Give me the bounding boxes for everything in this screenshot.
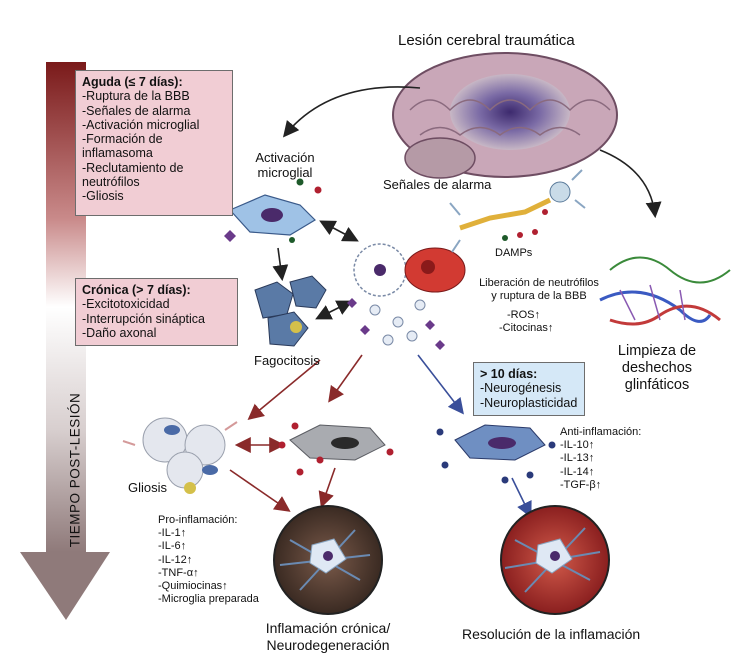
anti-inflammation-item: -IL-14↑ <box>560 465 595 478</box>
arrow-center-gliosis <box>247 359 321 421</box>
pro-inflammation-list: Pro-inflamación: -IL-1↑ -IL-6↑ -IL-12↑ -… <box>158 514 259 606</box>
arrow-center-pro <box>328 354 363 403</box>
acute-item: -Ruptura de la BBB <box>82 89 190 104</box>
pro-inflammation-item: -Microglia preparada <box>158 593 259 606</box>
central-cells <box>353 243 466 297</box>
acute-item: neutrófilos <box>82 175 140 190</box>
arrow-brain-glymphatic <box>599 149 662 219</box>
phagocytosis-cells <box>254 275 327 347</box>
arrow-gliosis-chronic <box>229 469 291 512</box>
gliosis-label: Gliosis <box>128 480 168 495</box>
acute-item: -Gliosis <box>82 189 124 204</box>
alarm-neuron <box>449 169 586 253</box>
chronic-outcome-label: Inflamación crónica/ Neurodegeneración <box>258 620 398 654</box>
pro-inflammation-item: -TNF-α↑ <box>158 566 199 579</box>
chronic-item: -Interrupción sináptica <box>82 311 205 326</box>
chronic-outcome-line: Inflamación crónica/ <box>265 620 391 636</box>
pro-inflammation-item: -IL-12↑ <box>158 553 193 566</box>
late-item: -Neuroplasticidad <box>480 395 578 410</box>
neutrophil-release-line: Liberación de neutrófilos <box>479 277 599 289</box>
activated-microglia-cell <box>224 178 322 243</box>
glymphatic-label: Limpieza de deshechos glinfáticos <box>604 343 710 394</box>
neutrophil-release-line: y ruptura de la BBB <box>491 290 587 302</box>
primed-microglia <box>278 422 394 476</box>
arrow-microglia-center <box>319 220 359 242</box>
resolving-microglia <box>436 424 556 484</box>
chronic-item: -Excitotoxicidad <box>82 297 170 312</box>
acute-item: -Formación de <box>82 132 163 147</box>
damps-particles <box>347 298 445 350</box>
glymphatic-line: Limpieza de <box>617 343 697 359</box>
alarm-signals-label: Señales de alarma <box>383 177 492 192</box>
anti-inflammation-list: Anti-inflamación: -IL-10↑ -IL-13↑ -IL-14… <box>560 426 641 492</box>
acute-item: inflamasoma <box>82 146 153 161</box>
phagocytosis-label: Fagocitosis <box>254 353 320 368</box>
acute-item: -Activación microglial <box>82 117 200 132</box>
acute-box-heading: Aguda (≤ 7 días): <box>82 75 183 89</box>
arrow-microglia-phago <box>272 247 289 282</box>
gliosis-cluster <box>122 417 238 494</box>
pro-inflammation-item: -IL-1↑ <box>158 527 187 540</box>
chronic-outcome-line: Neurodegeneración <box>266 637 390 653</box>
glymphatic-network <box>599 256 731 326</box>
brain-illustration <box>392 52 618 179</box>
chronic-box-heading: Crónica (> 7 días): <box>82 283 191 297</box>
arrow-phago-center <box>315 300 353 320</box>
pro-inflammation-item: -IL-6↑ <box>158 540 187 553</box>
anti-inflammation-heading: Anti-inflamación: <box>560 426 642 438</box>
acute-item: -Señales de alarma <box>82 103 191 118</box>
cytokines-label: -Citocinas↑ <box>499 322 554 334</box>
neutrophil-release-label: Liberación de neutrófilos y ruptura de l… <box>474 277 604 303</box>
pro-inflammation-heading: Pro-inflamación: <box>158 514 238 526</box>
microglial-activation-label: Activación microglial <box>245 150 325 180</box>
glymphatic-line: glinfáticos <box>624 377 690 393</box>
time-axis-label: TIEMPO POST-LESIÓN <box>67 392 83 548</box>
chronic-box: Crónica (> 7 días): -Excitotoxicidad -In… <box>75 278 238 346</box>
late-box: > 10 días: -Neurogénesis -Neuroplasticid… <box>473 362 585 416</box>
damps-label: DAMPs <box>495 247 533 259</box>
arrow-microglia-chronic <box>318 467 336 509</box>
anti-inflammation-item: -IL-10↑ <box>560 439 595 452</box>
chronic-outcome-circle <box>273 505 383 615</box>
microglial-activation-line: Activación <box>255 150 315 165</box>
microglial-activation-line: microglial <box>257 165 313 180</box>
late-box-heading: > 10 días: <box>480 367 538 381</box>
resolution-outcome-circle <box>500 505 610 615</box>
anti-inflammation-item: -TGF-β↑ <box>560 478 602 491</box>
ros-label: -ROS↑ <box>507 309 540 321</box>
acute-box: Aguda (≤ 7 días): -Ruptura de la BBB -Se… <box>75 70 233 216</box>
arrow-anti-resolution <box>511 477 532 518</box>
arrow-center-anti <box>417 354 464 415</box>
anti-inflammation-item: -IL-13↑ <box>560 452 595 465</box>
late-item: -Neurogénesis <box>480 381 562 396</box>
chronic-item: -Daño axonal <box>82 325 157 340</box>
acute-item: -Reclutamiento de <box>82 160 184 175</box>
pro-inflammation-item: -Quimiocinas↑ <box>158 580 228 593</box>
arrow-brain-microglia <box>282 86 421 138</box>
time-axis-label-wrap: TIEMPO POST-LESIÓN <box>60 370 90 570</box>
diagram-title: Lesión cerebral traumática <box>398 32 575 49</box>
resolution-label: Resolución de la inflamación <box>462 626 641 642</box>
glymphatic-line: deshechos <box>621 360 693 376</box>
